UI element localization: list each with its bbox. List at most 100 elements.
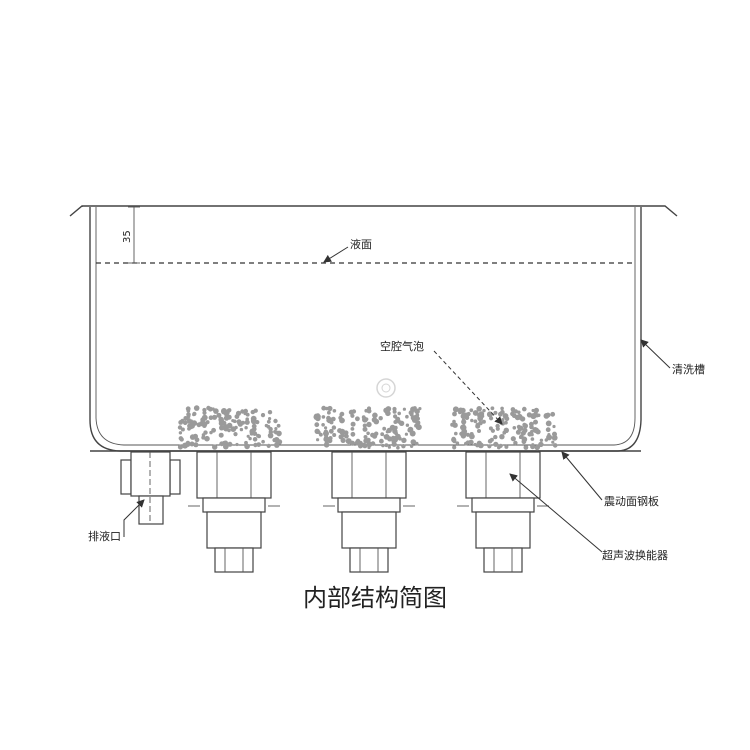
bubble — [235, 442, 239, 447]
bubble — [321, 415, 326, 419]
label-cavitation-bubbles: 空腔气泡 — [380, 339, 503, 425]
bubble — [497, 445, 501, 450]
bubble — [183, 416, 188, 421]
bubble — [414, 408, 420, 415]
bubble — [385, 430, 390, 434]
bubble — [218, 432, 224, 438]
bubble — [393, 420, 398, 424]
bubble — [193, 405, 200, 411]
bubble — [530, 413, 537, 420]
bubble — [182, 420, 188, 426]
bubble — [341, 433, 345, 438]
bubble — [186, 443, 190, 447]
bubble — [545, 412, 551, 418]
bubble — [240, 409, 245, 414]
bubble — [410, 439, 417, 445]
bubble — [500, 406, 504, 411]
bubble — [211, 414, 218, 420]
bubble — [478, 442, 484, 449]
cleaning-tank-label: 清洗槽 — [672, 363, 705, 376]
diagram-caption: 内部结构简图 — [303, 584, 447, 612]
bubble — [233, 432, 238, 437]
bubble — [452, 419, 456, 424]
bubble — [402, 407, 406, 411]
bubble — [230, 426, 237, 432]
bubble — [452, 406, 459, 413]
bubble — [350, 421, 356, 427]
drain-outlet-label: 排液口 — [88, 529, 121, 543]
bubble — [387, 445, 391, 449]
bubble — [466, 411, 471, 417]
bubble — [266, 419, 271, 424]
bubble — [223, 415, 230, 421]
bubble — [366, 431, 370, 436]
bubble — [450, 422, 455, 427]
bubble — [401, 444, 406, 449]
bubble — [321, 405, 327, 411]
bubble — [532, 427, 538, 433]
bubble — [224, 440, 228, 445]
bubble — [477, 429, 481, 433]
bubble — [401, 437, 407, 443]
bubble — [340, 437, 346, 443]
bubble — [365, 417, 369, 421]
bubble — [366, 421, 372, 428]
bubble — [268, 417, 272, 421]
bubble — [534, 444, 540, 451]
bubble — [350, 413, 355, 418]
bubble — [409, 444, 414, 448]
bubble — [227, 423, 233, 429]
bubble — [328, 436, 333, 441]
vibration-plate-label: 震动面钢板 — [604, 494, 659, 508]
bubble — [551, 440, 555, 444]
bubble — [499, 434, 505, 440]
bubble — [327, 405, 333, 412]
bubble — [363, 435, 368, 439]
bubble — [339, 428, 346, 435]
bubble — [205, 420, 210, 425]
bubble — [469, 432, 474, 436]
bubble — [536, 413, 541, 418]
bubble — [366, 406, 372, 411]
bubble — [179, 437, 184, 442]
bubble — [513, 440, 518, 446]
bubble — [552, 443, 558, 448]
bubble — [266, 443, 271, 448]
bubble — [261, 439, 265, 444]
bubble — [363, 438, 369, 444]
bubble — [351, 409, 357, 414]
bubble — [256, 442, 262, 447]
label-vibration-plate: 震动面钢板 — [561, 451, 659, 508]
bubble — [500, 409, 505, 415]
bubble — [473, 419, 478, 424]
bubble — [245, 412, 250, 417]
bubble — [355, 416, 360, 422]
bubble — [203, 430, 208, 435]
bubble — [515, 429, 521, 435]
bubble — [389, 424, 396, 431]
bubble — [224, 412, 229, 417]
bubble — [370, 441, 376, 446]
bubble — [383, 434, 390, 440]
bubble — [246, 434, 250, 438]
bubble — [489, 416, 494, 421]
bubble — [457, 407, 464, 414]
bubble — [325, 406, 329, 411]
bubble — [397, 411, 402, 416]
bubble — [512, 426, 517, 430]
bubble — [194, 437, 200, 443]
bubble — [501, 418, 505, 422]
bubble — [177, 425, 183, 430]
bubble — [332, 409, 337, 413]
bubble — [546, 434, 553, 441]
bubble — [495, 426, 500, 431]
bubble — [381, 443, 385, 448]
bubble — [533, 407, 540, 413]
bubble — [316, 438, 320, 442]
bubble — [200, 422, 204, 426]
bubble — [267, 432, 274, 439]
bubble — [522, 406, 527, 412]
bubble — [218, 420, 225, 426]
bubble — [338, 415, 343, 420]
bubble — [187, 426, 191, 431]
